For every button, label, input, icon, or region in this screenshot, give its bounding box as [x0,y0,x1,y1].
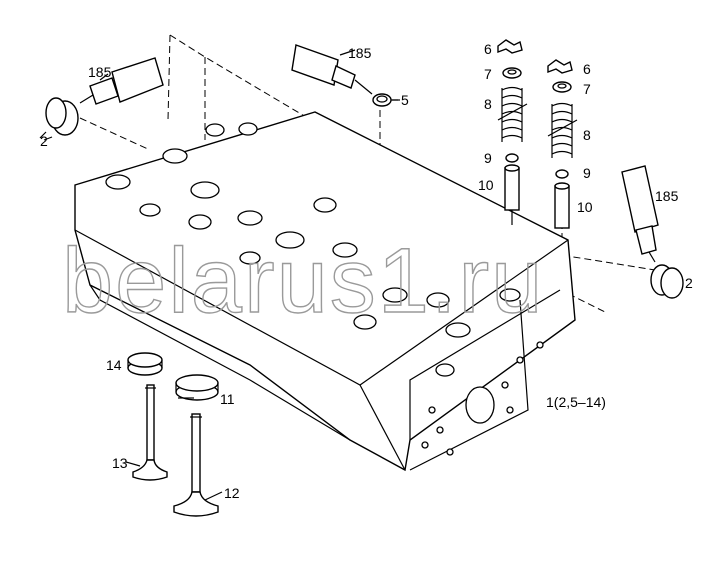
top-ports [105,122,521,377]
sealant-tube-top [291,44,373,95]
cap-plug-left [39,97,79,139]
label-185-top: 185 [348,45,372,61]
label-5: 5 [401,92,409,108]
valve-spring-a [497,86,528,142]
valve-seat-ring-11 [175,374,219,401]
label-10-a: 10 [478,177,494,193]
label-2-right: 2 [685,275,693,291]
label-12: 12 [224,485,240,501]
label-9-a: 9 [484,150,492,166]
label-185-left: 185 [88,64,112,80]
valve-train-stack-b [547,59,578,229]
label-8-a: 8 [484,96,492,112]
front-face-holes [421,341,544,456]
part-labels: 2 185 185 5 6 7 8 9 10 6 7 8 9 10 185 2 … [40,41,693,501]
valve-train-stack-a [497,39,528,225]
sealant-tube-left [79,57,164,105]
exhaust-valve-13 [132,384,168,481]
valve-stem-seal-5 [372,93,400,107]
intake-valve-12 [173,413,219,517]
sealant-tube-right [621,165,659,263]
leader-lines [43,99,398,501]
label-10-b: 10 [577,199,593,215]
cylinder-head [74,111,576,472]
label-2-left: 2 [40,133,48,149]
label-7-a: 7 [484,66,492,82]
label-11: 11 [220,391,235,407]
valve-spring-b [547,102,578,158]
label-185-right: 185 [655,188,679,204]
label-9-b: 9 [583,165,591,181]
label-6-b: 6 [583,61,591,77]
label-14: 14 [106,357,122,373]
label-13: 13 [112,455,128,471]
cap-plug-right [650,264,684,299]
label-6-a: 6 [484,41,492,57]
watermark-text: belarus1.ru [62,230,544,332]
valve-seat-ring-14 [127,352,163,376]
label-7-b: 7 [583,81,591,97]
label-8-b: 8 [583,127,591,143]
label-assembly-1: 1(2,5–14) [546,394,606,410]
